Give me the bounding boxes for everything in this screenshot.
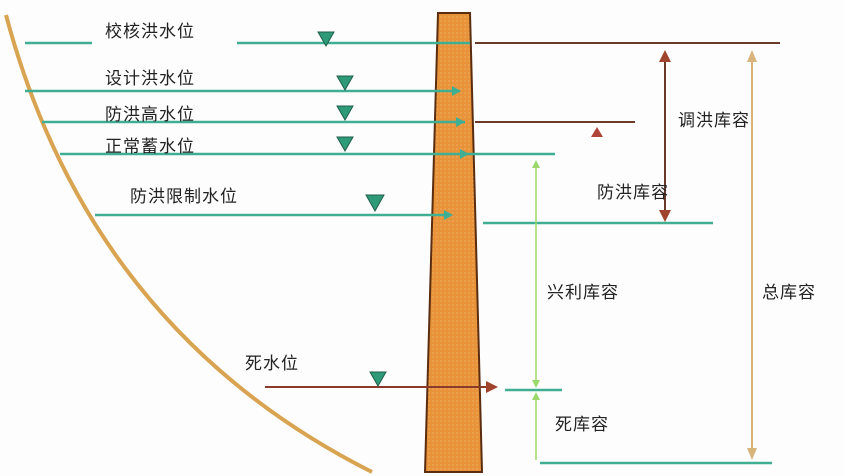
label-flood-high-level: 防洪高水位 [105,105,195,125]
label-design-flood-level: 设计洪水位 [105,69,195,89]
total-capacity-arrow [747,50,757,460]
dead-level-arrowhead [486,381,498,393]
dam-arrows [444,86,469,220]
label-flood-control-capacity: 防洪库容 [597,183,669,203]
level-triangle-icon [336,136,354,153]
small-red-triangle [591,127,603,137]
label-flood-limit-level: 防洪限制水位 [130,187,238,207]
water-level-lines [25,41,772,465]
level-triangle-icon [336,105,354,122]
label-dead-level: 死水位 [245,354,299,374]
label-dead-capacity: 死库容 [555,415,609,435]
label-beneficial-capacity: 兴利库容 [547,283,619,303]
label-check-flood-level: 校核洪水位 [105,22,195,42]
label-flood-regulation-capacity: 调洪库容 [678,111,750,131]
label-total-capacity: 总库容 [762,283,816,303]
reservoir-bank [4,14,373,474]
water-level-markers [317,31,387,388]
label-normal-storage-level: 正常蓄水位 [105,137,195,157]
level-triangle-icon [336,75,354,92]
flood-regulation-arrow [659,50,671,222]
level-triangle-icon [365,194,385,213]
dead-capacity-arrow [532,392,540,460]
level-triangle-icon [369,371,387,388]
brown-lines [265,42,780,388]
level-triangle-icon [317,31,335,48]
dam [423,12,484,473]
beneficial-arrow [532,160,540,388]
